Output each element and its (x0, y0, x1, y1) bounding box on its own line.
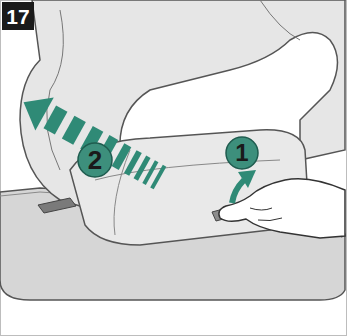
hand-finger-lines (250, 208, 282, 221)
callout-circle-fill (226, 137, 258, 169)
backrest-seam (47, 10, 64, 170)
slide-arrow (14, 86, 169, 195)
step-number-text: 17 (6, 6, 29, 27)
hand (219, 179, 345, 238)
callout-number-text: 1 (235, 141, 248, 165)
arrow-stripe (112, 143, 132, 170)
callout-number: 1 (225, 136, 259, 170)
callout-number: 2 (77, 142, 113, 178)
backrest-seam (260, 0, 300, 40)
arrow-head (14, 86, 53, 131)
lift-arrow (232, 180, 244, 203)
isofix-connector (38, 198, 76, 213)
step-box-fill (2, 2, 34, 30)
callout-circle-fill (78, 143, 112, 177)
arrow-stripe (43, 106, 67, 135)
step-number: 17 (2, 2, 34, 30)
callout-number-text: 2 (88, 147, 102, 173)
lift-arrow-head (238, 170, 256, 188)
arrow-stripe (62, 116, 86, 145)
